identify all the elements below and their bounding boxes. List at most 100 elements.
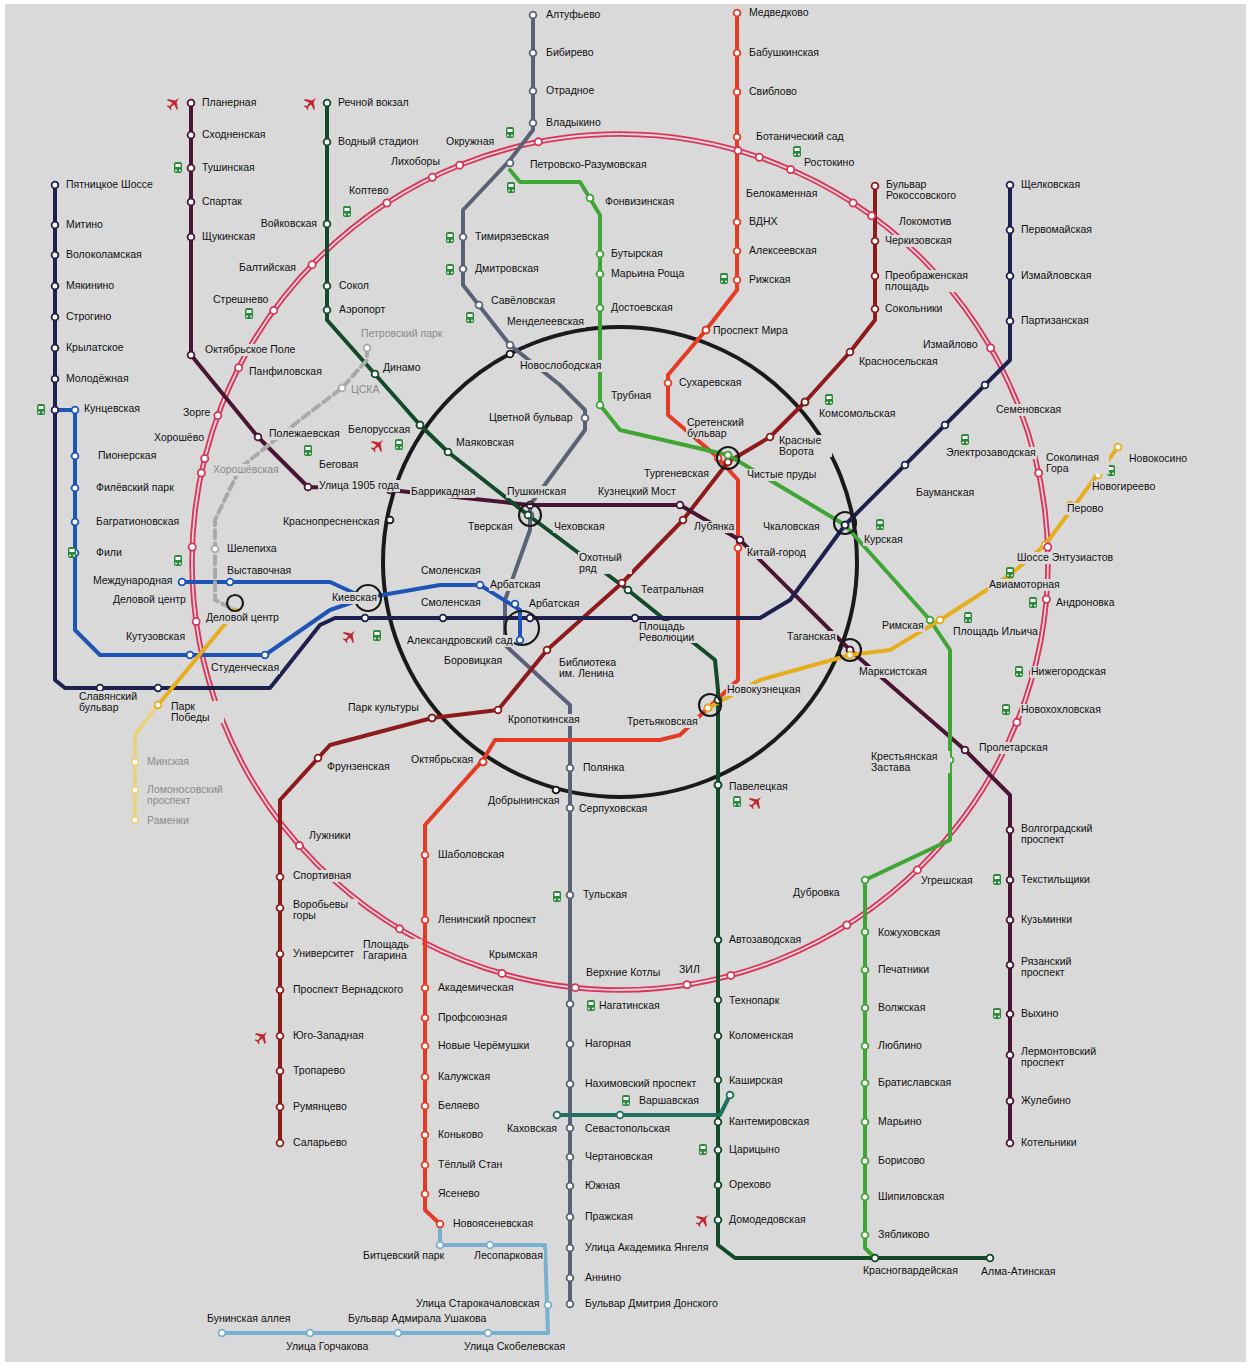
station-dot [437, 1221, 444, 1228]
station-dot [617, 1112, 624, 1119]
mcc-station-dot [868, 212, 875, 219]
mcc-station-dot [1013, 719, 1020, 726]
station-dot [680, 517, 687, 524]
train-icon [622, 1095, 630, 1106]
station-dot [567, 1245, 574, 1252]
station-dot [734, 134, 741, 141]
station-dot [872, 238, 879, 245]
icon-group [37, 93, 1115, 1230]
train-window [963, 436, 968, 439]
station-label: Кропоткинская [507, 714, 581, 725]
station-dot [1007, 273, 1014, 280]
station-label: Котельники [1020, 1137, 1078, 1148]
station-dot [72, 519, 79, 526]
train-window [468, 314, 473, 317]
station-dot [1007, 962, 1014, 969]
station-label: Раменки [146, 815, 190, 826]
station-label: Царицыно [728, 1144, 781, 1155]
station-dot [324, 283, 331, 290]
station-dot [625, 587, 632, 594]
station-dot [982, 382, 989, 389]
station-dot [132, 787, 139, 794]
station-label: Фили [95, 547, 123, 558]
station-dot [315, 755, 322, 762]
station-label: Тверская [467, 521, 514, 532]
mcc-station-dot [727, 972, 734, 979]
station-label: Угрешская [920, 875, 974, 886]
station-label: Серпуховская [578, 803, 648, 814]
train-body [446, 264, 454, 275]
train-body [964, 612, 972, 623]
train-window [1109, 467, 1114, 470]
station-dot [495, 707, 502, 714]
station-dot [324, 307, 331, 314]
station-label: Бульвар Адмирала Ушакова [347, 1313, 487, 1324]
train-light [966, 442, 968, 444]
train-window [701, 1146, 706, 1149]
station-label: Кунцевская [83, 403, 141, 414]
train-window [827, 396, 832, 399]
train-light [467, 320, 469, 322]
train-body [993, 1008, 1001, 1019]
station-label: Пушкинская [506, 486, 567, 497]
station-dot [1007, 182, 1014, 189]
station-dot [567, 765, 574, 772]
mcc-station-dot [787, 166, 794, 173]
station-label: Площадь Гагарина [362, 939, 422, 961]
train-body [720, 273, 728, 284]
mcc-station-dot [535, 138, 542, 145]
station-label: Волгоградский проспект [1020, 823, 1114, 845]
station-dot [862, 1232, 869, 1239]
station-dot [362, 615, 369, 622]
station-label: Митино [65, 219, 104, 230]
train-window [508, 129, 513, 132]
station-dot [705, 705, 712, 712]
station-dot [597, 251, 604, 258]
station-label: Лужники [308, 830, 352, 841]
mcc-station-dot [1043, 596, 1050, 603]
station-label: Улица Старокачаловская [415, 1298, 540, 1309]
train-light [725, 281, 727, 283]
train-window [70, 549, 75, 552]
station-label: Динамо [382, 362, 422, 373]
station-label: Щукинская [201, 231, 256, 242]
station-label: Беговая [318, 459, 359, 470]
mcc-station-dot [498, 970, 505, 977]
train-light [588, 1008, 590, 1010]
station-dot [52, 182, 59, 189]
station-dot [734, 248, 741, 255]
station-label: Саларьево [292, 1137, 348, 1148]
train-light [700, 1152, 702, 1154]
station-dot [703, 327, 710, 334]
station-dot [480, 759, 487, 766]
station-label: Университет [292, 948, 355, 959]
station-label: Белокаменная [745, 188, 818, 199]
train-icon [506, 127, 514, 138]
station-dot [725, 459, 732, 466]
darkgreen-line [327, 103, 990, 1258]
station-label: Мякинино [65, 280, 115, 291]
station-label: Балтийская [238, 262, 297, 273]
train-light [798, 154, 800, 156]
train-body [1029, 597, 1037, 608]
station-dot [460, 266, 467, 273]
station-label: Спартак [201, 196, 243, 207]
train-window [795, 148, 800, 151]
station-dot [734, 219, 741, 226]
station-label: Чкаловская [762, 521, 821, 532]
mcc-station-dot [383, 199, 390, 206]
train-icon [37, 404, 45, 415]
station-label: Смоленская [420, 565, 482, 576]
station-label: Тушинская [201, 162, 256, 173]
station-label: Белорусская [347, 424, 411, 435]
station-dot [1007, 227, 1014, 234]
train-light [378, 638, 380, 640]
station-dot [587, 195, 594, 202]
station-label: Ломоносовский проспект [146, 784, 238, 806]
train-window [1004, 706, 1009, 709]
airport-icon [164, 93, 184, 113]
station-dot [530, 50, 537, 57]
station-dot [554, 1112, 561, 1119]
station-dot [132, 759, 139, 766]
station-label: Владыкино [545, 117, 602, 128]
